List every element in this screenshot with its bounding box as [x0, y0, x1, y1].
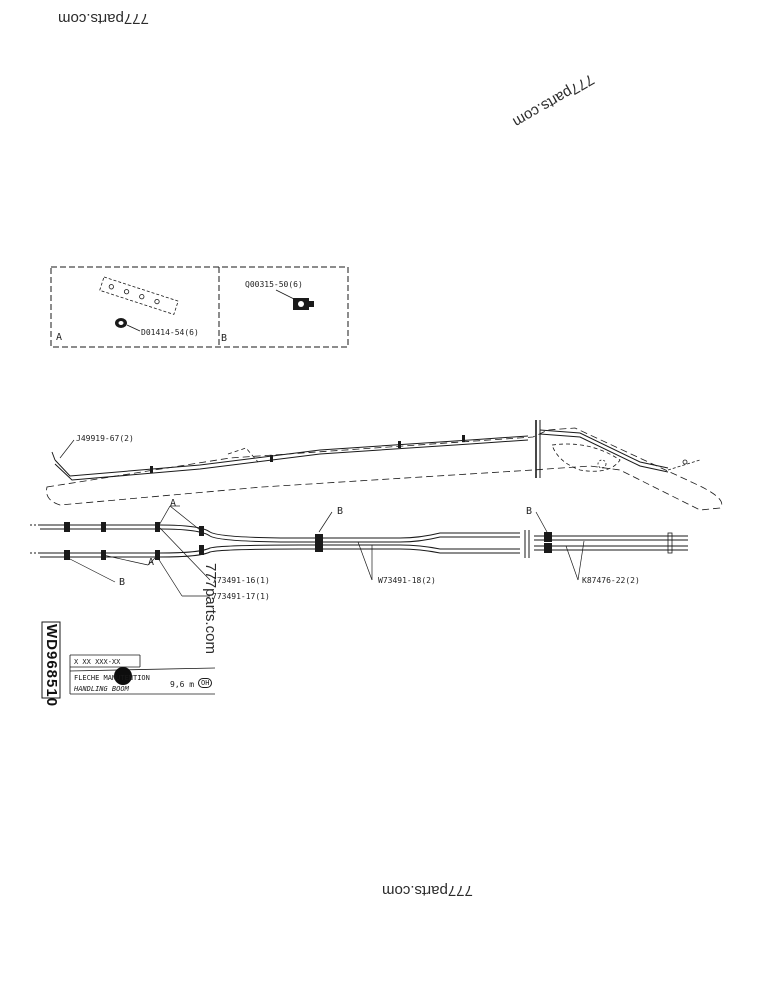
- boom-outline: [46, 420, 723, 511]
- part-773491-16: 773491-16(1): [212, 576, 270, 585]
- part-j49919: J49919-67(2): [76, 434, 134, 443]
- title-block-code: X XX XXX-XX: [74, 658, 121, 666]
- detail-b-fitting: [275, 289, 314, 310]
- part-773491-17: 773491-17(1): [212, 592, 270, 601]
- detail-boxes: [50, 266, 349, 348]
- lower-pipes: [30, 522, 688, 560]
- leader-lines: [59, 439, 585, 597]
- title-en: HANDLING BOOM: [74, 685, 129, 693]
- boom-pipes: [51, 429, 701, 481]
- callout-a-upper: A: [170, 498, 177, 509]
- title-block-frame: [41, 621, 216, 699]
- box-a-label: A: [56, 332, 63, 343]
- callout-b-left: B: [119, 577, 126, 588]
- drawing-number: WD968510: [43, 624, 60, 708]
- boom-length: 9,6 m: [170, 680, 195, 689]
- box-b-label: B: [221, 333, 228, 344]
- callout-b-mid: B: [337, 506, 344, 517]
- part-k87476-22: K87476-22(2): [582, 576, 640, 585]
- part-d01414: D01414-54(6): [141, 328, 199, 337]
- oh-badge: OH: [198, 678, 213, 688]
- title-fr: FLECHE MANUTENTION: [74, 674, 150, 682]
- part-w73491-18: W73491-18(2): [378, 576, 436, 585]
- detail-a-bracket: [99, 276, 179, 315]
- part-q00315: Q00315-50(6): [245, 280, 303, 289]
- detail-a-clamp: [115, 318, 141, 332]
- callout-a-lower: A: [148, 557, 155, 568]
- callout-b-right: B: [526, 506, 533, 517]
